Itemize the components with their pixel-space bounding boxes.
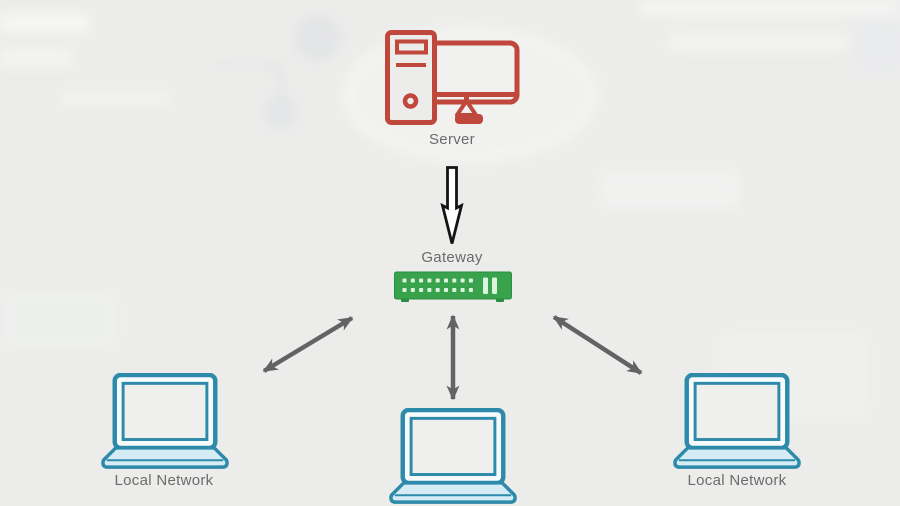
gateway-icon [394,271,512,302]
local-network-label-right: Local Network [687,472,787,489]
server-icon [385,30,520,125]
laptop-icon-right [673,373,801,469]
down-arrow-icon [440,166,464,244]
laptop-icon-left [101,373,229,469]
gateway-label: Gateway [421,249,483,266]
laptop-icon-middle [389,408,517,504]
connection-arrows [262,314,643,401]
double-arrow-gateway-left [262,316,354,373]
local-network-label-left: Local Network [114,472,214,489]
server-label: Server [429,131,475,148]
double-arrow-gateway-right [552,315,643,375]
